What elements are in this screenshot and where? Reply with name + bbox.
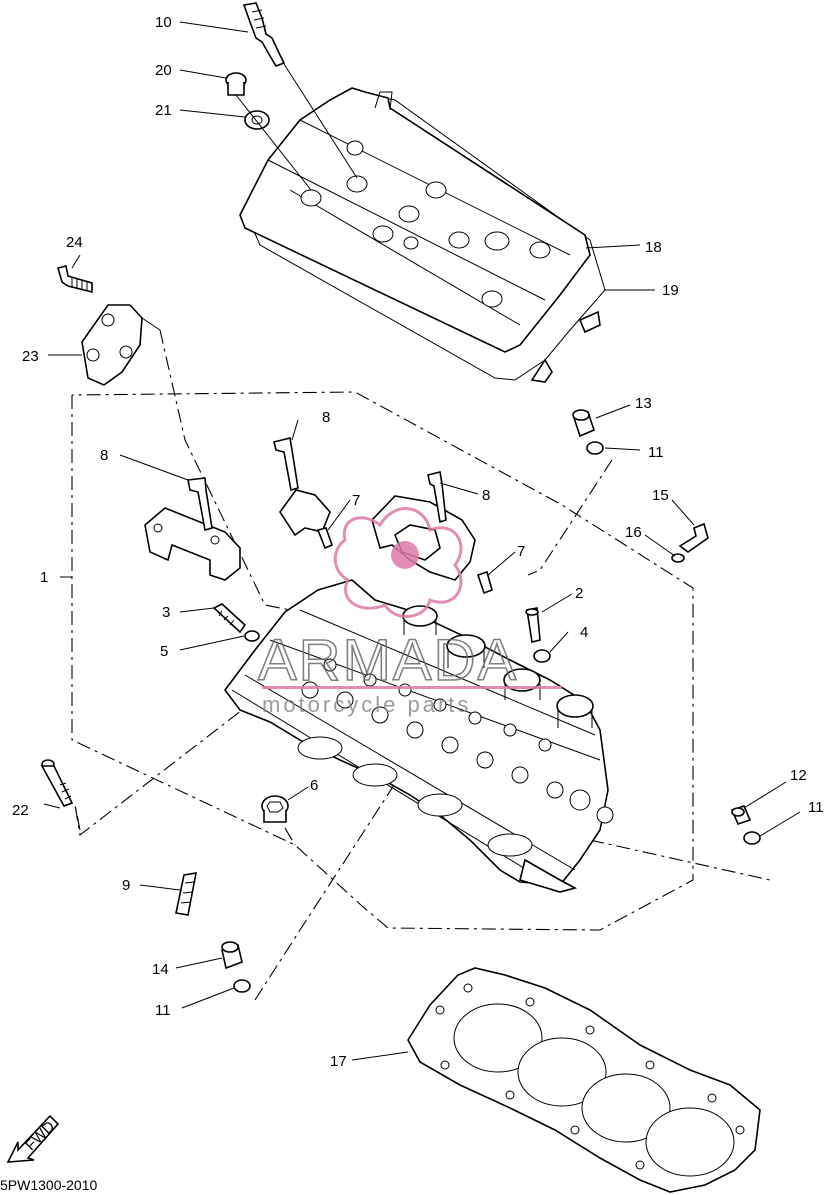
callout-1: 1 [40, 569, 48, 586]
callout-10: 10 [155, 14, 172, 31]
washer-5 [244, 630, 260, 642]
stud-bolt-2 [525, 607, 541, 643]
diagram-code: 5PW1300-2010 [0, 1177, 98, 1193]
callout-15: 15 [652, 487, 669, 504]
callout-23: 23 [22, 348, 39, 365]
callout-7a: 7 [352, 492, 360, 509]
watermark-brand: ARMADA [258, 628, 518, 693]
callout-8a: 8 [322, 409, 330, 426]
camshaft-cap-left [144, 477, 241, 581]
callout-3: 3 [162, 604, 170, 621]
leader-lines [43, 21, 801, 1061]
fwd-arrow-icon: FWD [6, 1114, 60, 1163]
grommet-20 [244, 110, 270, 130]
callout-22: 22 [12, 802, 29, 819]
washer-11b [233, 979, 251, 993]
callout-18: 19 [662, 282, 679, 299]
callout-5: 5 [160, 643, 168, 660]
callout-19: 20 [155, 62, 172, 79]
plug-6 [261, 795, 289, 823]
callout-24: 24 [66, 234, 83, 251]
callout-20: 21 [155, 102, 172, 119]
callout-8b: 8 [100, 447, 108, 464]
callout-6: 6 [310, 777, 318, 794]
callout-11c: 11 [808, 799, 824, 816]
callout-13: 13 [635, 395, 652, 412]
watermark: ARMADA motorcycle parts [257, 507, 562, 717]
callout-11b: 11 [155, 1002, 171, 1019]
callout-17: 18 [645, 239, 662, 256]
callout-7b: 7 [517, 543, 525, 560]
callout-16: 16 [625, 524, 642, 541]
watermark-underline [262, 686, 562, 689]
bolt-15 [678, 522, 709, 553]
callout-14: 14 [152, 961, 169, 978]
bolt-22 [40, 759, 74, 807]
assembly-boundary [71, 329, 771, 1001]
dowel-pin-7b [476, 570, 493, 595]
bolt-24 [57, 265, 93, 294]
cylinder-head [224, 579, 614, 893]
callout-2: 2 [575, 585, 583, 602]
spark-plug [242, 2, 286, 67]
callout-21: 17 [330, 1053, 347, 1070]
cylinder-head-gasket [407, 967, 761, 1193]
washer-11a [586, 441, 604, 455]
cylinder-head-cover [239, 87, 606, 383]
bolt-13 [572, 409, 595, 438]
camshaft-cap-center [273, 437, 331, 537]
cover-bolt-19 [225, 72, 247, 96]
callout-labels: 10 20 21 24 18 19 23 13 8 11 8 8 15 7 16… [12, 14, 824, 1070]
callout-4: 4 [580, 624, 588, 641]
stud-bolt-3 [212, 603, 247, 634]
watermark-tagline: motorcycle parts [262, 692, 471, 717]
gasket-4 [533, 649, 551, 663]
callout-12: 12 [790, 767, 807, 784]
stud-bolt-9 [175, 872, 198, 916]
cover-plate-23 [81, 304, 143, 386]
callout-9: 9 [122, 877, 130, 894]
dowel-pin-7a [316, 527, 334, 550]
washer-11c [743, 831, 761, 845]
callout-8c: 8 [482, 487, 490, 504]
callout-11a: 11 [648, 444, 664, 461]
watermark-logo [333, 507, 463, 618]
bolt-12 [730, 805, 752, 825]
bolt-14 [221, 941, 243, 970]
